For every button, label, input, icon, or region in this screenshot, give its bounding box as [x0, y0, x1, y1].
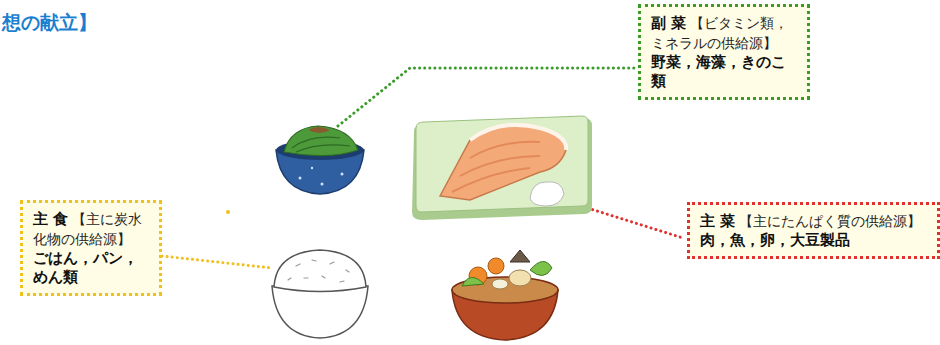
leader-line — [578, 205, 683, 238]
side-dish-callout: 副 菜【ビタミン類，ミネラルの供給源】野菜，海藻，きのこ類 — [638, 4, 810, 100]
staple-food-callout: 主 食【主に炭水化物の供給源】ごはん，パン，めん類 — [20, 200, 162, 296]
leader-line — [162, 256, 272, 268]
callout-heading: 主 食 — [33, 210, 68, 228]
fish-plate — [412, 116, 592, 220]
callout-heading: 主 菜 — [700, 212, 735, 230]
soup-bowl — [452, 250, 558, 340]
callout-examples: 肉，魚，卵，大豆製品 — [700, 231, 929, 250]
main-dish-callout: 主 菜【主にたんぱく質の供給源】肉，魚，卵，大豆製品 — [687, 202, 940, 259]
callout-examples: 野菜，海藻，きのこ類 — [651, 53, 799, 91]
callout-examples: ごはん，パン，めん類 — [33, 249, 151, 287]
rice-bowl — [272, 250, 368, 338]
menu-title: 想の献立】 — [2, 10, 97, 34]
side-dish-bowl — [276, 126, 364, 194]
callout-subtitle: 【主にたんぱく質の供給源】 — [739, 213, 921, 229]
leader-line — [338, 68, 634, 126]
leader-dot — [226, 210, 230, 214]
callout-heading: 副 菜 — [651, 14, 686, 32]
